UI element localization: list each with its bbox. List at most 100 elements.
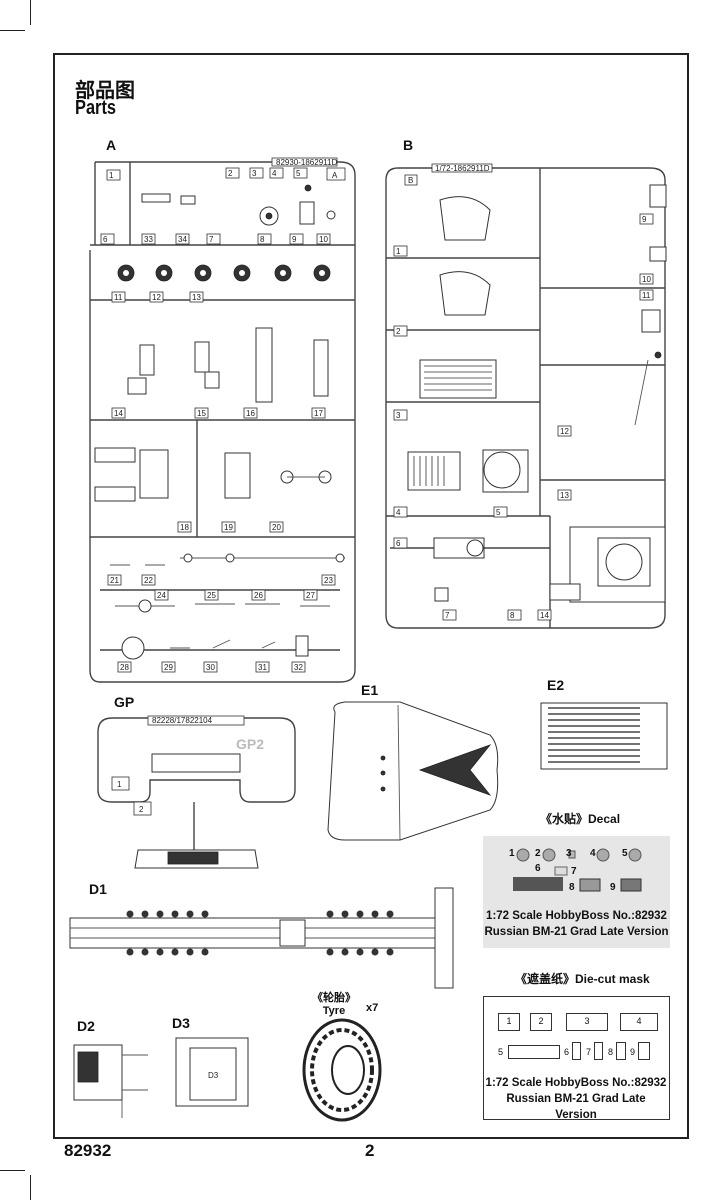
- sprue-a-part-29: 29: [164, 663, 173, 672]
- mask-label-5: 5: [498, 1047, 504, 1057]
- sprue-b-part-11-box: [639, 289, 654, 301]
- decal-caption-line2: Russian BM-21 Grad Late Version: [484, 926, 669, 938]
- gp-part-2: 2: [139, 805, 144, 814]
- sprue-a-part-23-box: [321, 574, 336, 586]
- tyre-label-cn: 《轮胎》: [312, 992, 356, 1004]
- sprue-a-part-17-box: [311, 407, 326, 419]
- sprue-a-part-12: 12: [152, 293, 161, 302]
- sprue-a-part-33: 33: [144, 235, 153, 244]
- sprue-b-part-4-box: [393, 506, 408, 518]
- sprue-b-part-9: 9: [642, 215, 647, 224]
- sprue-a-part-19-box: [221, 521, 236, 533]
- decal-number-8: 8: [569, 882, 575, 893]
- sprue-a-label: A: [106, 137, 117, 153]
- sprue-a-part-21-box: [107, 574, 122, 586]
- page-frame: [53, 53, 689, 1139]
- sprue-b-part-4: 4: [396, 508, 401, 517]
- sprue-a-part-23: 23: [324, 576, 333, 585]
- sprue-b-part-13-box: [557, 489, 572, 501]
- sprue-b-part-7-box: [442, 609, 457, 621]
- mask-sheet: 1 2 3 4 5 6 7 8 9 1:72 Scale HobbyBoss N…: [483, 996, 670, 1121]
- sprue-a-part-32-box: [291, 661, 306, 673]
- crop-mark: [0, 30, 25, 31]
- sprue-a-part-32: 32: [294, 663, 303, 672]
- sprue-a-part-16: 16: [246, 409, 255, 418]
- mask-part-5: [508, 1045, 560, 1059]
- mask-label-9: 9: [630, 1047, 636, 1057]
- sprue-a-part-28-box: [117, 661, 132, 673]
- sprue-a-part-22-box: [141, 574, 156, 586]
- sprue-a-part-8: 8: [260, 235, 265, 244]
- sprue-gp-label: GP: [114, 694, 135, 710]
- sprue-a-part-1-box: [106, 169, 121, 181]
- sprue-a-bottom-parts: [121, 635, 309, 660]
- sprue-a-tag: A: [332, 171, 338, 180]
- sprue-a-part-3: 3: [252, 169, 257, 178]
- sprue-a-part-11-box: [111, 291, 126, 303]
- sprue-b-part-5: 5: [496, 508, 501, 517]
- sprue-a-part-28: 28: [120, 663, 129, 672]
- sprue-a-part-25-box: [204, 589, 219, 601]
- sprue-e2-label: E2: [547, 677, 565, 693]
- sprue-a-part-13: 13: [192, 293, 201, 302]
- sprue-b-label: B: [403, 137, 414, 153]
- sprue-b-part-12-box: [557, 425, 572, 437]
- sprue-b-part-11: 11: [642, 291, 651, 300]
- sprue-a-part-3-box: [249, 167, 264, 179]
- decal-number-5: 5: [622, 848, 628, 859]
- sprue-a-part-9-box: [289, 233, 304, 245]
- decal-number-3: 3: [566, 848, 572, 859]
- sprue-a-part-10-box: [316, 233, 331, 245]
- sprue-a-part-18-box: [177, 521, 192, 533]
- decal-caption: 1:72 Scale HobbyBoss No.:82932 Russian B…: [483, 908, 670, 940]
- sprue-a-part-9: 9: [292, 235, 297, 244]
- sprue-e1-label: E1: [361, 682, 379, 698]
- mask-part-9: [638, 1042, 650, 1060]
- sprue-a-part-12-box: [149, 291, 164, 303]
- mask-title: 《遮盖纸》Die-cut mask: [515, 972, 650, 986]
- sprue-a-part-16-box: [243, 407, 258, 419]
- crop-mark: [30, 0, 31, 25]
- sprue-a-cab-parts: [94, 447, 332, 502]
- sprue-a-part-4-box: [269, 167, 284, 179]
- sprue-a-chassis-parts: [127, 327, 329, 403]
- tyre-label: 《轮胎》 Tyre: [312, 992, 356, 1018]
- sprue-b-part-2: 2: [396, 327, 401, 336]
- sprue-a-part-8-box: [257, 233, 272, 245]
- decal-title: 《水贴》Decal: [540, 812, 621, 826]
- sprue-a-part-33-box: [141, 233, 156, 245]
- sprue-a-part-5-box: [293, 167, 308, 179]
- sprue-b-part-3-box: [393, 409, 408, 421]
- mask-part-2: 2: [530, 1013, 552, 1031]
- decal-number-1: 1: [509, 848, 515, 859]
- sprue-a-part-6: 6: [103, 235, 108, 244]
- sprue-a-part-5: 5: [296, 169, 301, 178]
- sprue-a-part-18: 18: [180, 523, 189, 532]
- sprue-b-parts: [407, 184, 667, 603]
- e2-grille-part: [540, 702, 668, 770]
- sprue-b-code: 1/72-1862911D: [435, 164, 490, 173]
- sprue-a-part-29-box: [161, 661, 176, 673]
- d3-inner-label: D3: [208, 1071, 219, 1080]
- page-title-cn: 部品图: [75, 78, 135, 102]
- crop-mark: [0, 1170, 25, 1171]
- mask-label-8: 8: [608, 1047, 614, 1057]
- sprue-b-part-2-box: [393, 325, 408, 337]
- mask-caption-line2: Russian BM-21 Grad Late Version: [506, 1093, 646, 1121]
- tyre-part: [302, 1018, 382, 1122]
- decal-number-9: 9: [610, 882, 616, 893]
- e1-cab-part: [327, 701, 499, 841]
- decal-number-2: 2: [535, 848, 541, 859]
- sprue-b-part-1-box: [393, 245, 408, 257]
- sprue-a-part-14-box: [111, 407, 126, 419]
- sprue-b-tag: B: [408, 176, 413, 185]
- crop-mark: [30, 1175, 31, 1200]
- sprue-a-part-15: 15: [197, 409, 206, 418]
- sprue-a-part-30: 30: [206, 663, 215, 672]
- mask-label-7: 7: [586, 1047, 592, 1057]
- sprue-a-part-6-box: [100, 233, 115, 245]
- sprue-a-part-26: 26: [254, 591, 263, 600]
- sprue-a-part-26-box: [251, 589, 266, 601]
- sprue-a-part-17: 17: [314, 409, 323, 418]
